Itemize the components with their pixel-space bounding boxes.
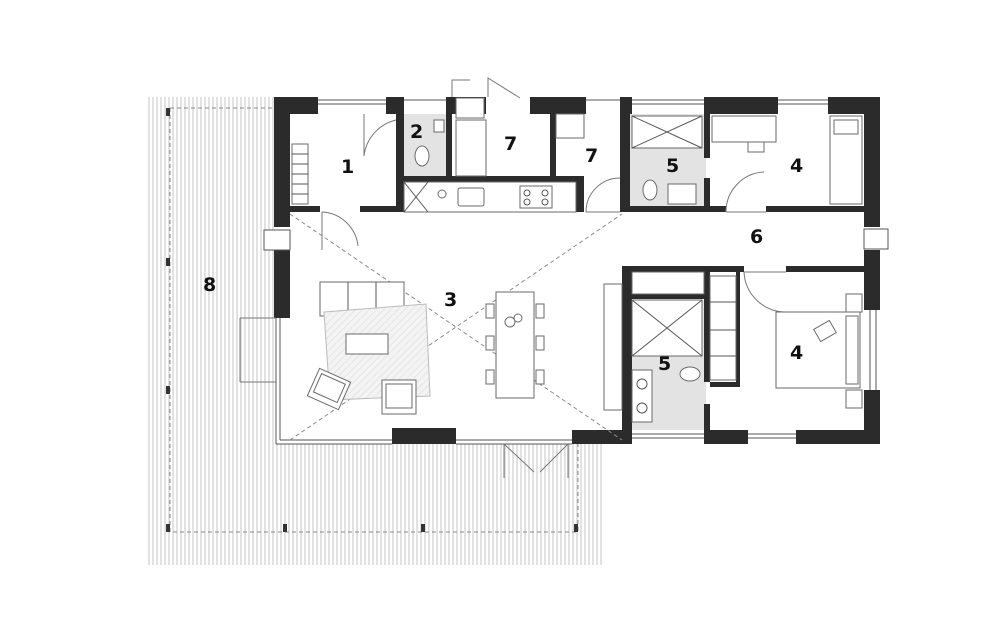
armchair-icon <box>306 367 352 411</box>
door-swing-icon <box>321 211 359 250</box>
living-ceiling-marks <box>289 213 623 441</box>
room-label-utility-right: 7 <box>585 145 598 167</box>
dining-table-icon <box>495 291 535 399</box>
room-label-bedroom-bottom: 4 <box>790 342 803 364</box>
toilet-icon <box>414 145 430 167</box>
room-label-bathroom-top: 5 <box>666 155 679 177</box>
sink-icon <box>457 187 485 207</box>
room-label-bathroom-bottom: 5 <box>658 353 671 375</box>
facade-lines <box>275 318 572 445</box>
door-swing-icon <box>363 114 397 157</box>
room-label-corridor: 6 <box>750 226 763 248</box>
room-label-entrance: 1 <box>341 156 354 178</box>
room-label-wc: 2 <box>410 121 423 143</box>
room-labels: 1 2 3 4 4 5 5 6 7 7 8 <box>203 121 803 375</box>
room-label-terrace: 8 <box>203 274 216 296</box>
windows <box>318 99 877 439</box>
room-label-bedroom-top: 4 <box>790 155 803 177</box>
walls <box>263 97 889 444</box>
terrace-deck <box>148 97 604 565</box>
room-label-living: 3 <box>444 289 457 311</box>
room-label-utility-left: 7 <box>504 133 517 155</box>
doors <box>239 77 786 478</box>
furniture <box>291 97 863 423</box>
armchair-icon <box>381 379 417 415</box>
stove-icon <box>519 185 553 209</box>
